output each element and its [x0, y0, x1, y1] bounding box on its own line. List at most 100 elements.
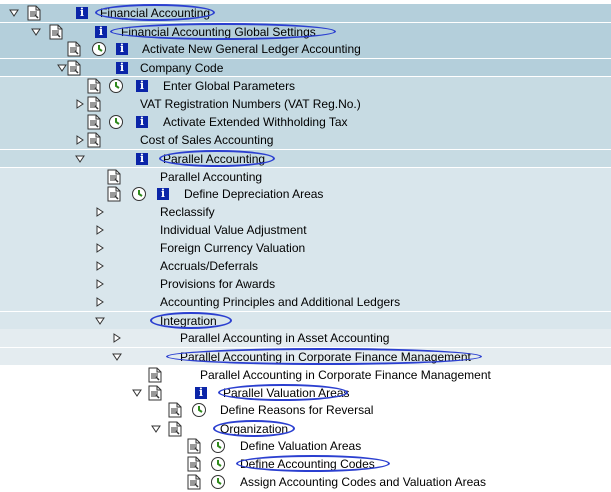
tree-row[interactable]: Accruals/Deferrals	[0, 257, 611, 275]
expand-arrow-down-icon[interactable]	[111, 348, 123, 366]
expand-arrow-right-icon[interactable]	[94, 293, 106, 311]
tree-row[interactable]: Define Reasons for Reversal	[0, 401, 611, 419]
tree-node-label[interactable]: Provisions for Awards	[160, 277, 276, 291]
execute-clock-icon[interactable]	[91, 40, 107, 58]
tree-row[interactable]: Define Valuation Areas	[0, 437, 611, 455]
expand-arrow-right-icon[interactable]	[94, 203, 106, 221]
tree-row[interactable]: i Enter Global Parameters	[0, 77, 611, 95]
tree-row[interactable]: i Parallel Accounting	[0, 149, 611, 167]
tree-node-label[interactable]: Define Accounting Codes	[240, 457, 375, 471]
execute-clock-icon[interactable]	[131, 185, 147, 203]
info-icon[interactable]: i	[94, 23, 108, 41]
tree-node-label[interactable]: Financial Accounting	[100, 6, 211, 20]
execute-clock-icon[interactable]	[108, 77, 124, 95]
expand-arrow-down-icon[interactable]	[131, 384, 143, 402]
tree-row[interactable]: Define Accounting Codes	[0, 455, 611, 473]
documentation-icon[interactable]	[106, 168, 122, 186]
documentation-icon[interactable]	[66, 59, 82, 77]
tree-node-label[interactable]: Organization	[220, 422, 289, 436]
expand-arrow-right-icon[interactable]	[111, 329, 123, 347]
expand-arrow-down-icon[interactable]	[74, 150, 86, 168]
tree-node-label[interactable]: VAT Registration Numbers (VAT Reg.No.)	[140, 97, 361, 111]
tree-node-label[interactable]: Activate New General Ledger Accounting	[142, 42, 361, 56]
info-icon[interactable]: i	[156, 185, 170, 203]
documentation-icon[interactable]	[48, 23, 64, 41]
tree-node-label[interactable]: Parallel Accounting	[160, 170, 263, 184]
execute-clock-icon[interactable]	[108, 113, 124, 131]
tree-row[interactable]: Parallel Accounting in Corporate Finance…	[0, 347, 611, 365]
tree-row[interactable]: i Financial Accounting	[0, 4, 611, 22]
info-icon[interactable]: i	[135, 77, 149, 95]
tree-node-label[interactable]: Individual Value Adjustment	[160, 223, 307, 237]
info-icon[interactable]: i	[115, 59, 129, 77]
tree-node-label[interactable]: Company Code	[140, 61, 224, 75]
tree-row[interactable]: i Activate New General Ledger Accounting	[0, 40, 611, 58]
tree-node-label[interactable]: Define Valuation Areas	[240, 439, 362, 453]
expand-arrow-right-icon[interactable]	[94, 221, 106, 239]
info-icon[interactable]: i	[135, 113, 149, 131]
expand-arrow-right-icon[interactable]	[74, 131, 86, 149]
tree-row[interactable]: VAT Registration Numbers (VAT Reg.No.)	[0, 95, 611, 113]
tree-node-label[interactable]: Define Depreciation Areas	[184, 187, 324, 201]
execute-clock-icon[interactable]	[210, 455, 226, 473]
tree-node-label[interactable]: Parallel Accounting	[163, 152, 266, 166]
info-icon[interactable]: i	[75, 4, 89, 22]
execute-clock-icon[interactable]	[210, 473, 226, 491]
tree-node-label[interactable]: Assign Accounting Codes and Valuation Ar…	[240, 475, 486, 489]
tree-row[interactable]: i Parallel Valuation Areas	[0, 383, 611, 401]
expand-arrow-right-icon[interactable]	[94, 239, 106, 257]
documentation-icon[interactable]	[186, 473, 202, 491]
tree-node-label[interactable]: Enter Global Parameters	[163, 79, 296, 93]
tree-row[interactable]: Individual Value Adjustment	[0, 221, 611, 239]
documentation-icon[interactable]	[167, 401, 183, 419]
tree-row[interactable]: i Company Code	[0, 58, 611, 76]
tree-node-label[interactable]: Parallel Accounting in Corporate Finance…	[180, 350, 471, 364]
execute-clock-icon[interactable]	[191, 401, 207, 419]
tree-row[interactable]: Accounting Principles and Additional Led…	[0, 293, 611, 311]
tree-row[interactable]: Parallel Accounting in Corporate Finance…	[0, 365, 611, 383]
tree-node-label[interactable]: Activate Extended Withholding Tax	[163, 115, 348, 129]
documentation-icon[interactable]	[167, 420, 183, 438]
documentation-icon[interactable]	[86, 131, 102, 149]
expand-arrow-right-icon[interactable]	[94, 257, 106, 275]
documentation-icon[interactable]	[66, 40, 82, 58]
tree-row[interactable]: Cost of Sales Accounting	[0, 131, 611, 149]
tree-row[interactable]: Integration	[0, 311, 611, 329]
tree-node-label[interactable]: Cost of Sales Accounting	[140, 133, 274, 147]
execute-clock-icon[interactable]	[210, 437, 226, 455]
tree-node-label[interactable]: Foreign Currency Valuation	[160, 241, 306, 255]
tree-node-label[interactable]: Integration	[160, 314, 217, 328]
tree-node-label[interactable]: Parallel Accounting in Asset Accounting	[180, 331, 390, 345]
documentation-icon[interactable]	[186, 437, 202, 455]
info-icon[interactable]: i	[135, 150, 149, 168]
expand-arrow-right-icon[interactable]	[94, 275, 106, 293]
tree-row[interactable]: Assign Accounting Codes and Valuation Ar…	[0, 473, 611, 491]
tree-row[interactable]: Parallel Accounting in Asset Accounting	[0, 329, 611, 347]
documentation-icon[interactable]	[186, 455, 202, 473]
documentation-icon[interactable]	[147, 384, 163, 402]
documentation-icon[interactable]	[26, 4, 42, 22]
documentation-icon[interactable]	[86, 95, 102, 113]
tree-row[interactable]: i Activate Extended Withholding Tax	[0, 113, 611, 131]
tree-row[interactable]: Foreign Currency Valuation	[0, 239, 611, 257]
tree-row[interactable]: Organization	[0, 419, 611, 437]
tree-row[interactable]: Reclassify	[0, 203, 611, 221]
tree-row[interactable]: Provisions for Awards	[0, 275, 611, 293]
tree-node-label[interactable]: Accounting Principles and Additional Led…	[160, 295, 401, 309]
expand-arrow-down-icon[interactable]	[8, 4, 20, 22]
info-icon[interactable]: i	[115, 40, 129, 58]
documentation-icon[interactable]	[106, 185, 122, 203]
documentation-icon[interactable]	[86, 113, 102, 131]
expand-arrow-down-icon[interactable]	[30, 23, 42, 41]
documentation-icon[interactable]	[147, 366, 163, 384]
tree-node-label[interactable]: Parallel Valuation Areas	[223, 386, 350, 400]
tree-node-label[interactable]: Reclassify	[160, 205, 215, 219]
tree-node-label[interactable]: Define Reasons for Reversal	[220, 403, 374, 417]
info-icon[interactable]: i	[194, 384, 208, 402]
tree-node-label[interactable]: Parallel Accounting in Corporate Finance…	[200, 368, 491, 382]
expand-arrow-right-icon[interactable]	[74, 95, 86, 113]
documentation-icon[interactable]	[86, 77, 102, 95]
expand-arrow-down-icon[interactable]	[150, 420, 162, 438]
tree-node-label[interactable]: Accruals/Deferrals	[160, 259, 259, 273]
